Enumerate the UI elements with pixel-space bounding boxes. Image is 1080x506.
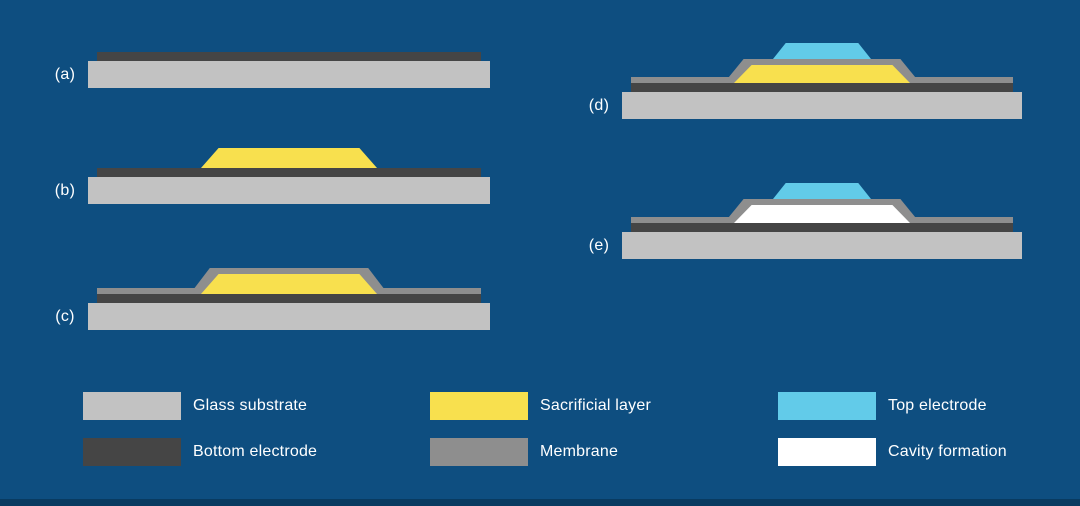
glass-substrate-layer <box>88 61 490 88</box>
legend-swatch-sacrificial-layer <box>430 392 528 420</box>
step-label-b: (b) <box>54 182 76 199</box>
top-electrode-layer <box>773 183 871 199</box>
glass-substrate-layer <box>622 232 1022 259</box>
legend-label-membrane: Membrane <box>540 443 619 460</box>
glass-substrate-layer <box>622 92 1022 119</box>
step-label-d: (d) <box>588 97 610 114</box>
bottom-electrode-layer <box>97 168 481 177</box>
diagram-step-e <box>622 183 1022 259</box>
legend-item-membrane: Membrane <box>430 438 618 466</box>
legend-swatch-top-electrode <box>778 392 876 420</box>
glass-substrate-layer <box>88 177 490 204</box>
legend-label-cavity-formation: Cavity formation <box>888 443 1007 460</box>
legend-swatch-bottom-electrode <box>83 438 181 466</box>
legend-item-top-electrode: Top electrode <box>778 392 987 420</box>
bottom-electrode-layer <box>97 294 481 303</box>
legend-item-bottom-electrode: Bottom electrode <box>83 438 317 466</box>
bottom-electrode-layer <box>97 52 481 61</box>
diagram-step-c <box>88 268 490 330</box>
diagram-step-a <box>88 52 490 88</box>
step-label-a: (a) <box>54 66 76 83</box>
step-label-c: (c) <box>55 308 75 325</box>
legend-item-cavity-formation: Cavity formation <box>778 438 1007 466</box>
legend-swatch-membrane <box>430 438 528 466</box>
step-label-e: (e) <box>588 237 610 254</box>
footer-accent-bar <box>0 499 1080 506</box>
bottom-electrode-layer <box>631 83 1013 92</box>
sacrificial-layer <box>201 148 377 168</box>
diagram-step-b <box>88 148 490 204</box>
legend-item-sacrificial-layer: Sacrificial layer <box>430 392 651 420</box>
sacrificial-layer <box>734 65 910 83</box>
legend-swatch-cavity-formation <box>778 438 876 466</box>
legend-label-glass-substrate: Glass substrate <box>193 397 308 414</box>
diagram-step-d <box>622 43 1022 119</box>
legend-item-glass-substrate: Glass substrate <box>83 392 307 420</box>
legend-label-top-electrode: Top electrode <box>888 397 987 414</box>
cavity-layer <box>734 205 910 223</box>
bottom-electrode-layer <box>631 223 1013 232</box>
legend-label-sacrificial-layer: Sacrificial layer <box>540 397 651 414</box>
glass-substrate-layer <box>88 303 490 330</box>
top-electrode-layer <box>773 43 871 59</box>
legend-swatch-glass-substrate <box>83 392 181 420</box>
sacrificial-layer <box>201 274 377 294</box>
legend-label-bottom-electrode: Bottom electrode <box>193 443 318 460</box>
